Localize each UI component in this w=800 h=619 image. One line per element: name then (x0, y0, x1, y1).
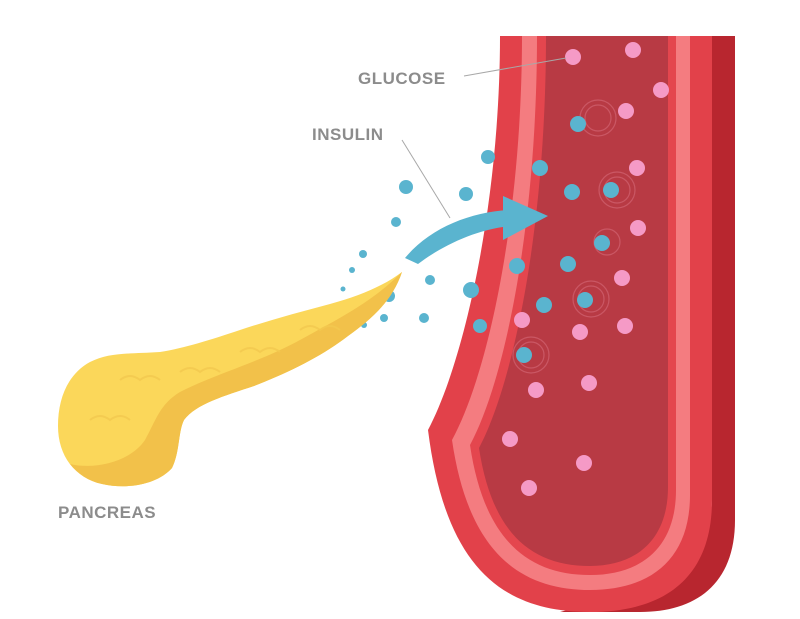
binding-ripple (598, 171, 636, 209)
leader-lines (401, 57, 567, 219)
pancreas-lobule-texture (89, 325, 341, 422)
glucose-particle (514, 312, 530, 328)
glucose-particle (614, 270, 630, 286)
insulin-particle (463, 282, 479, 298)
glucose-particle (521, 480, 537, 496)
glucose-particles (502, 42, 669, 496)
arrow-shaft (405, 210, 510, 264)
insulin-particle (391, 217, 401, 227)
insulin-particle (419, 313, 429, 323)
glucose-particle (502, 431, 518, 447)
glucose-label: GLUCOSE (358, 69, 446, 88)
insulin-particle (603, 182, 619, 198)
arrow-head (503, 196, 548, 240)
insulin-label: INSULIN (312, 125, 384, 144)
insulin-particle (577, 292, 593, 308)
insulin-particle (564, 184, 580, 200)
glucose-particle (617, 318, 633, 334)
binding-ripple (572, 280, 610, 318)
pancreas-organ (58, 272, 402, 487)
glucose-particle (581, 375, 597, 391)
insulin-particle (560, 256, 576, 272)
binding-ripple (512, 336, 550, 374)
insulin-particle (570, 116, 586, 132)
insulin-particle (399, 180, 413, 194)
binding-ripple (584, 104, 612, 132)
insulin-particle (349, 267, 355, 273)
insulin-particle (594, 235, 610, 251)
glucose-particle (630, 220, 646, 236)
glucose-particle (576, 455, 592, 471)
glucose-particle (629, 160, 645, 176)
glucose-particle (572, 324, 588, 340)
insulin-particle (459, 187, 473, 201)
insulin-particle (340, 286, 346, 292)
insulin-particle (425, 275, 435, 285)
insulin-particle (509, 258, 525, 274)
insulin-particle (516, 347, 532, 363)
binding-ripple (593, 228, 621, 256)
insulin-flow-arrow (405, 196, 548, 264)
glucose-particle (653, 82, 669, 98)
glucose-particle (625, 42, 641, 58)
insulin-particle (359, 250, 367, 258)
glucose-particle (618, 103, 634, 119)
insulin-particle (473, 319, 487, 333)
glucose-particle (565, 49, 581, 65)
glucose-particle (528, 382, 544, 398)
vessel-side-shadow (560, 36, 735, 612)
glucose-leader-line (463, 57, 567, 77)
pancreas-shade (70, 272, 402, 487)
insulin-particle (380, 314, 388, 322)
insulin-particle (481, 150, 495, 164)
insulin-particles-in-vessel (463, 116, 619, 363)
insulin-particle (532, 160, 548, 176)
labels: GLUCOSE INSULIN PANCREAS (58, 69, 446, 522)
insulin-leader-line (401, 139, 451, 219)
insulin-particle (536, 297, 552, 313)
pancreas-label: PANCREAS (58, 503, 156, 522)
